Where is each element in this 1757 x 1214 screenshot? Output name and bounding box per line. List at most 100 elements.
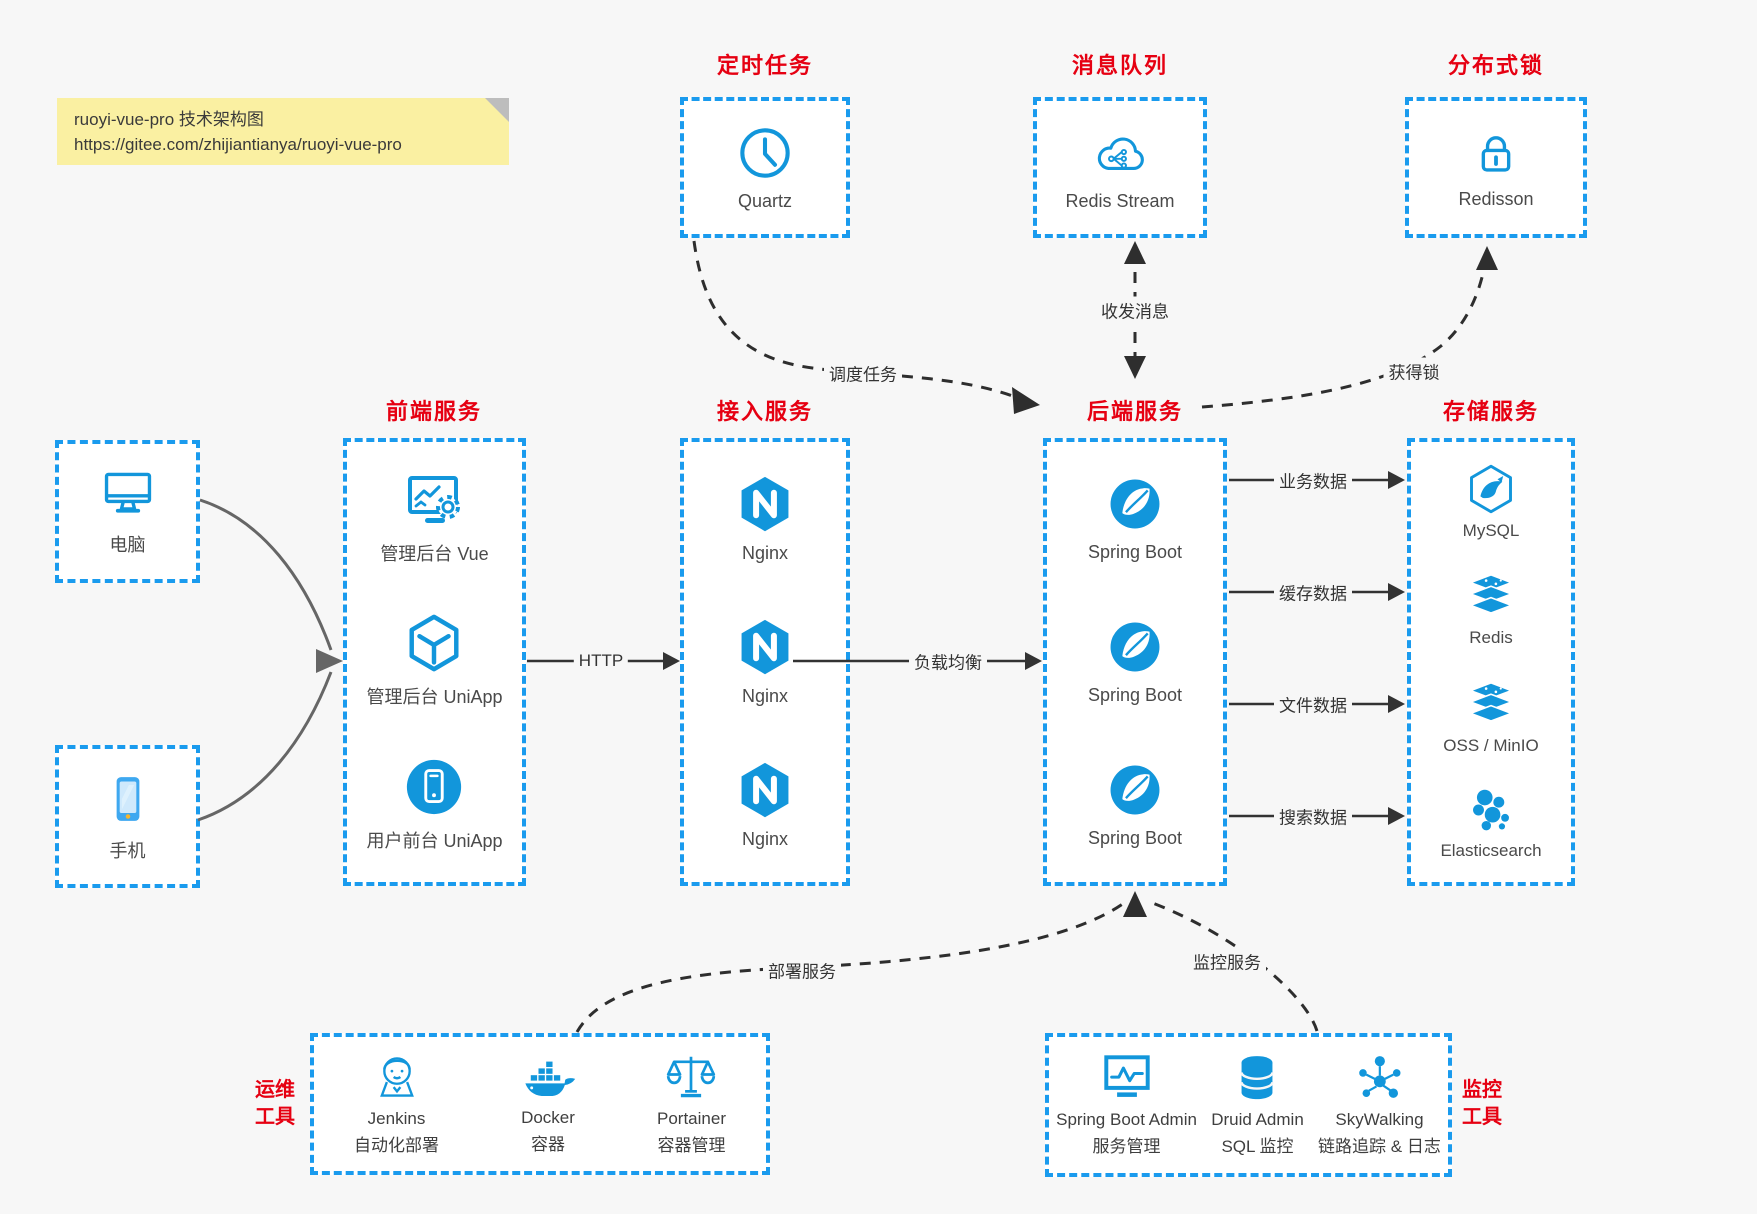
portainer-label: Portainer [657,1109,726,1128]
druid-sublabel: SQL 监控 [1221,1137,1294,1156]
mobile-client-box: 手机 [55,745,200,888]
ops-tools-side-label: 运维工具 [255,1079,295,1128]
clients-to-frontend-arrow [197,498,343,822]
druid-label: Druid Admin [1211,1110,1304,1129]
acquire-lock-arrow [1201,246,1498,409]
portainer-sublabel: 容器管理 [657,1136,726,1155]
docker-icon [519,1051,577,1103]
mysql-icon [1465,463,1517,515]
arrowhead [1388,807,1405,825]
user-app-label: 用户前台 UniApp [366,830,503,851]
admin-uniapp-label: 管理后台 UniApp [366,687,503,708]
mysql-label: MySQL [1462,520,1520,540]
nginx-icon [735,474,795,534]
monitor-tools-side-label: 监控工具 [1462,1079,1502,1128]
redis-item: Redis [1465,570,1517,648]
message-exchange-label: 收发消息 [1096,296,1174,324]
column-title-storage: 存储服务 [1442,399,1540,424]
group-title-scheduled-jobs: 定时任务 [716,53,814,78]
arrowhead [1123,891,1147,917]
arrowhead [316,649,343,673]
portainer-item: Portainer 容器管理 [657,1050,726,1158]
schedule-task-arrow [692,240,1040,414]
spring-boot-label: Spring Boot [1087,542,1183,563]
business-data-label: 业务数据 [1274,466,1352,494]
spring-boot-admin-item: Spring Boot Admin 服务管理 [1056,1051,1197,1159]
cache-data-label: 缓存数据 [1274,578,1352,606]
arrowhead [1476,246,1498,270]
lock-icon [1469,126,1523,180]
spring-boot-admin-label: Spring Boot Admin [1056,1110,1197,1129]
docker-sublabel: 容器 [531,1135,565,1154]
arrowhead [1025,652,1042,670]
quartz-item: Quartz [736,124,794,212]
arrowhead [663,652,680,670]
note-url: https://gitee.com/zhijiantianya/ruoyi-vu… [74,135,402,154]
redisson-label: Redisson [1458,188,1534,209]
nginx-item: Nginx [735,617,795,707]
pc-client-item: 电脑 [98,466,158,557]
elasticsearch-label: Elasticsearch [1440,841,1542,861]
column-title-frontend: 前端服务 [385,399,483,424]
nginx-icon [735,760,795,820]
file-data-label: 文件数据 [1274,690,1352,718]
acquire-lock-label: 获得锁 [1383,357,1445,385]
oss-stack-icon [1465,678,1517,730]
admin-vue-item: 管理后台 Vue [380,471,489,566]
elasticsearch-icon [1465,785,1517,835]
jenkins-sublabel: 自动化部署 [354,1136,439,1155]
column-title-gateway: 接入服务 [716,399,814,424]
nginx-label: Nginx [741,685,789,706]
skywalking-item: SkyWalking 链路追踪 & 日志 [1318,1051,1441,1159]
skywalking-sublabel: 链路追踪 & 日志 [1318,1137,1441,1156]
elasticsearch-item: Elasticsearch [1440,785,1542,861]
spring-boot-admin-sublabel: 服务管理 [1092,1137,1161,1156]
redisson-item: Redisson [1458,126,1534,210]
arrowhead [1124,356,1146,379]
redis-stream-item: Redis Stream [1065,124,1175,212]
group-title-message-queue: 消息队列 [1071,53,1169,78]
mobile-client-label: 手机 [109,841,146,861]
quartz-box: Quartz [680,97,850,238]
redis-label: Redis [1469,628,1513,648]
schedule-task-label: 调度任务 [824,359,902,387]
nginx-item: Nginx [735,760,795,850]
redis-stream-label: Redis Stream [1065,190,1175,211]
backend-services-box: Spring Boot Spring Boot Spring Boot [1043,438,1227,886]
skywalking-label: SkyWalking [1335,1110,1424,1129]
nginx-item: Nginx [735,474,795,564]
oss-minio-label: OSS / MinIO [1443,735,1539,755]
jenkins-label: Jenkins [367,1109,426,1128]
spring-boot-item: Spring Boot [1088,618,1182,706]
pc-client-label: 电脑 [109,535,146,555]
deploy-service-label: 部署服务 [763,956,841,984]
skywalking-icon [1352,1051,1406,1105]
druid-item: Druid Admin SQL 监控 [1211,1051,1304,1159]
docker-label: Docker [521,1108,575,1127]
druid-icon [1231,1051,1283,1105]
ops-tools-box: Jenkins 自动化部署 Docker 容器 Portainer 容器管理 [310,1033,770,1175]
sticky-note: ruoyi-vue-pro 技术架构图 https://gitee.com/zh… [57,98,509,165]
spring-boot-icon [1106,475,1164,533]
spring-boot-label: Spring Boot [1087,684,1183,705]
redis-stack-icon [1465,570,1517,622]
pc-client-box: 电脑 [55,440,200,583]
note-corner-fold [485,98,509,122]
arrowhead [1124,241,1146,264]
frontend-services-box: 管理后台 Vue 管理后台 UniApp 用户前台 UniApp [343,438,526,886]
nginx-label: Nginx [741,543,789,564]
group-title-distributed-lock: 分布式锁 [1447,53,1545,78]
load-balance-label: 负载均衡 [909,647,987,675]
spring-boot-icon [1106,761,1164,819]
oss-minio-item: OSS / MinIO [1443,678,1539,756]
jenkins-item: Jenkins 自动化部署 [354,1050,439,1158]
spring-boot-label: Spring Boot [1087,827,1183,848]
nginx-label: Nginx [741,828,789,849]
monitor-tools-box: Spring Boot Admin 服务管理 Druid Admin SQL 监… [1045,1033,1452,1177]
portainer-icon [664,1050,718,1104]
smartphone-icon [100,770,156,828]
spring-boot-admin-icon [1098,1051,1156,1105]
redis-stream-box: Redis Stream [1033,97,1207,238]
arrowhead [1012,387,1040,414]
